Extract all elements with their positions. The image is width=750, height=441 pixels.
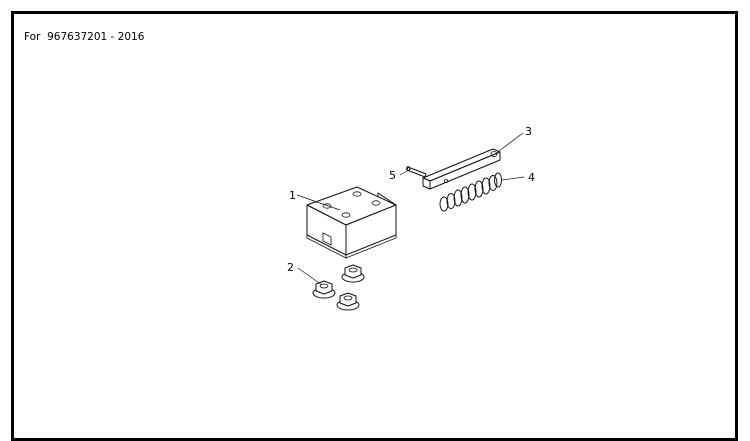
part-flange-nut-3: [336, 292, 360, 311]
leader-5: [399, 168, 412, 176]
callout-3: 3: [525, 125, 532, 138]
header-model: 967637201 - 2016: [47, 31, 145, 43]
leader-2: [297, 267, 323, 286]
leader-1: [296, 194, 341, 211]
callout-4: 4: [528, 171, 535, 184]
part-spring: [439, 172, 502, 212]
header-label: For: [24, 31, 41, 43]
page-header: For 967637201 - 2016: [24, 31, 144, 43]
part-flange-nut-1: [312, 280, 336, 299]
callout-5: 5: [389, 169, 396, 182]
leader-4: [501, 176, 525, 181]
exploded-parts-diagram: 1 2 3 4 5: [287, 125, 535, 311]
part-pin: [405, 166, 427, 178]
callout-1: 1: [289, 189, 296, 202]
callout-2: 2: [287, 261, 294, 274]
part-flange-nut-2: [341, 264, 365, 283]
part-rod: [422, 148, 501, 190]
part-bracket: [306, 186, 397, 259]
leader-3: [498, 132, 524, 152]
